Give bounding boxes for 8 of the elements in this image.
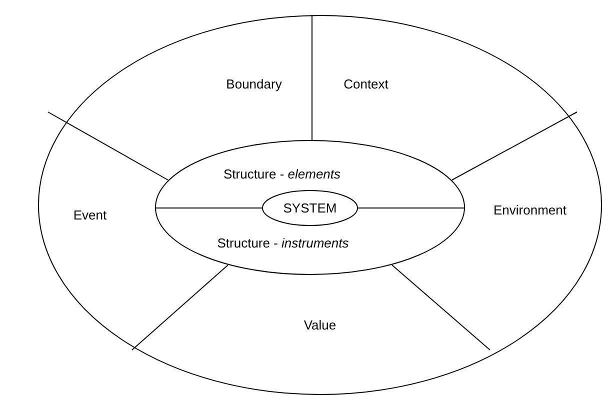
sector-label: Context [344, 76, 388, 92]
region-label: Structure - elements [223, 166, 341, 182]
sector-label: Environment [494, 202, 566, 218]
sector-label: Event [73, 208, 107, 222]
centre-label: SYSTEM [283, 200, 337, 216]
sector-label: Value [304, 318, 336, 332]
sector-label: Boundary [226, 76, 282, 92]
region-label: Structure - instruments [217, 236, 349, 250]
